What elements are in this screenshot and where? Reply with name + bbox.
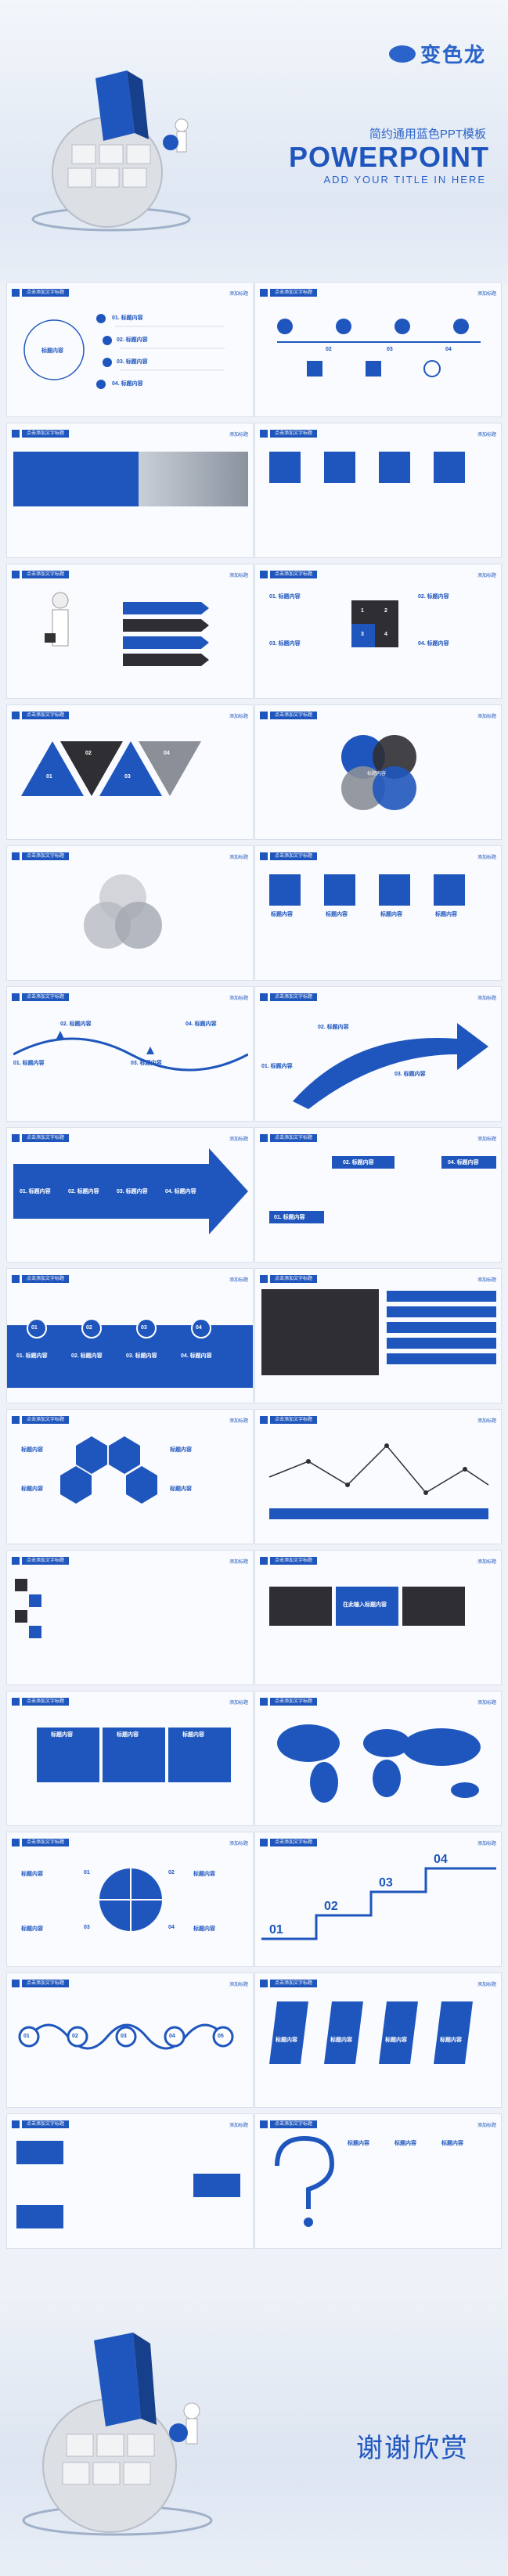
bottle-icon [379, 452, 410, 483]
steps-graphic [261, 1867, 496, 1940]
slide-triangles[interactable]: 点击添加文字标题 添加标题 01 02 03 04 [6, 704, 254, 840]
businessman-bars-graphic [45, 592, 209, 666]
slide-wave-line[interactable]: 点击添加文字标题 添加标题 01. 标题内容 02. 标题内容 03. 标题内容… [6, 986, 254, 1122]
question-mark-graphic [275, 2135, 335, 2227]
slide-line-chart[interactable]: 点击添加文字标题 添加标题 [254, 1409, 502, 1544]
slide-timeline-icons[interactable]: 点击添加文字标题 添加标题 02 03 04 [254, 282, 502, 417]
slide-input-title[interactable]: 点击添加文字标题 添加标题 在此输入标题内容 [254, 1550, 502, 1685]
world-map-graphic [277, 1724, 481, 1803]
slide-circle-list[interactable]: 点击添加文字标题 添加标题 标题内容 01. 标题内容 02. 标题内容 03.… [6, 282, 254, 417]
parallelogram-graphic [269, 2001, 473, 2064]
ending-slide: 谢谢欣赏 [0, 2286, 508, 2576]
ending-globe-illustration [22, 2333, 213, 2536]
puzzle-piece-3 [351, 624, 375, 647]
chameleon-icon [388, 45, 416, 63]
globe-cubes-illustration [31, 70, 191, 232]
cover-subtitle: 简约通用蓝色PPT模板 [369, 128, 486, 141]
quad-circle-graphic [99, 1868, 162, 1931]
monitor-icon [269, 874, 301, 906]
slide-quad-circle[interactable]: 点击添加文字标题 添加标题 01 02 03 04 标题内容 标题内容 标题内容 [6, 1832, 254, 1967]
slide-label: 添加标题 [229, 292, 248, 297]
camera-icon [324, 874, 355, 906]
slide-four-icons[interactable]: 点击添加文字标题 添加标题 [254, 423, 502, 558]
slide-gray-venn[interactable]: 点击添加文字标题 添加标题 [6, 845, 254, 981]
triangles-graphic [21, 741, 201, 796]
slide-puzzle[interactable]: 点击添加文字标题 添加标题 1 2 3 4 01. 标题内容 02. 标题内容 … [254, 564, 502, 699]
slide-parallelograms[interactable]: 点击添加文字标题 添加标题 标题内容 标题内容 标题内容 标题内容 [254, 1973, 502, 2108]
brand-name: 变色龙 [420, 43, 486, 67]
printer-icon [379, 874, 410, 906]
slide-header: 点击添加文字标题 [22, 289, 70, 297]
arrow-band-graphic [13, 1148, 248, 1234]
slide-photo-banner[interactable]: 点击添加文字标题 添加标题 [6, 423, 254, 558]
cup-icon [434, 452, 465, 483]
circle-list-graphic [23, 314, 225, 389]
slide-world-map[interactable]: 点击添加文字标题 添加标题 [254, 1691, 502, 1826]
wave-graphic [13, 1031, 249, 1072]
slide-squares-list[interactable]: 点击添加文字标题 添加标题 [6, 1550, 254, 1685]
cover-title: POWERPOINT [288, 141, 489, 173]
slide-steps[interactable]: 点击添加文字标题 添加标题 01 02 03 04 [254, 1832, 502, 1967]
cover-tagline: ADD YOUR TITLE IN HERE [323, 174, 486, 186]
blue-text-panel [13, 452, 139, 506]
slide-chain-circles[interactable]: 点击添加文字标题 添加标题 01 02 03 04 05 [6, 1973, 254, 2108]
slide-hexagons[interactable]: 点击添加文字标题 添加标题 标题内容 标题内容 标题内容 标题内容 [6, 1409, 254, 1544]
slide-device-icons[interactable]: 点击添加文字标题 添加标题 标题内容 标题内容 标题内容 标题内容 [254, 845, 502, 981]
slide-banner-boxes[interactable]: 点击添加文字标题 添加标题 [6, 2113, 254, 2249]
venn-graphic [341, 735, 416, 810]
slide-blue-table[interactable]: 点击添加文字标题 添加标题 标题内容 标题内容 标题内容 [6, 1691, 254, 1826]
header-icon [12, 289, 20, 297]
number-circles-graphic [27, 1318, 211, 1338]
slide-overlap-circles[interactable]: 点击添加文字标题 添加标题 标题内容 [254, 704, 502, 840]
puzzle-piece-4 [375, 624, 398, 647]
slide-curve-arrow[interactable]: 点击添加文字标题 添加标题 02. 标题内容 01. 标题内容 03. 标题内容 [254, 986, 502, 1122]
puzzle-piece-2 [375, 600, 398, 624]
zigzag-line-graphic [268, 1443, 489, 1519]
puzzle-piece-1 [351, 600, 375, 624]
thanks-text: 谢谢欣赏 [356, 2434, 469, 2463]
handwriting-photo [139, 452, 248, 506]
slide-flow-boxes[interactable]: 点击添加文字标题 添加标题 02. 标题内容 04. 标题内容 01. 标题内容 [254, 1127, 502, 1263]
hexagon-graphic [60, 1436, 157, 1504]
bulb-icon [324, 452, 355, 483]
gray-venn-graphic [84, 874, 162, 949]
chain-circles-graphic [18, 2023, 234, 2050]
slide-businessman-list[interactable]: 点击添加文字标题 添加标题 [6, 564, 254, 699]
cover-slide: 变色龙 简约通用蓝色PPT模板 POWERPOINT ADD YOUR TITL… [0, 0, 508, 282]
timeline-graphic [277, 319, 481, 377]
brand-logo: 变色龙 [388, 39, 486, 68]
slide-touch-screen[interactable]: 点击添加文字标题 添加标题 [254, 1268, 502, 1403]
touch-screen-photo [261, 1289, 379, 1375]
curve-arrow-graphic [293, 1023, 488, 1109]
phone-icon [434, 874, 465, 906]
slide-number-circles[interactable]: 点击添加文字标题 添加标题 01 02 03 04 01. 标题内容 02. 标… [6, 1268, 254, 1403]
tablet-icon [269, 452, 301, 483]
slide-blue-arrow-band[interactable]: 点击添加文字标题 添加标题 01. 标题内容 02. 标题内容 03. 标题内容… [6, 1127, 254, 1263]
slide-question-mark[interactable]: 点击添加文字标题 添加标题 标题内容 标题内容 标题内容 [254, 2113, 502, 2249]
